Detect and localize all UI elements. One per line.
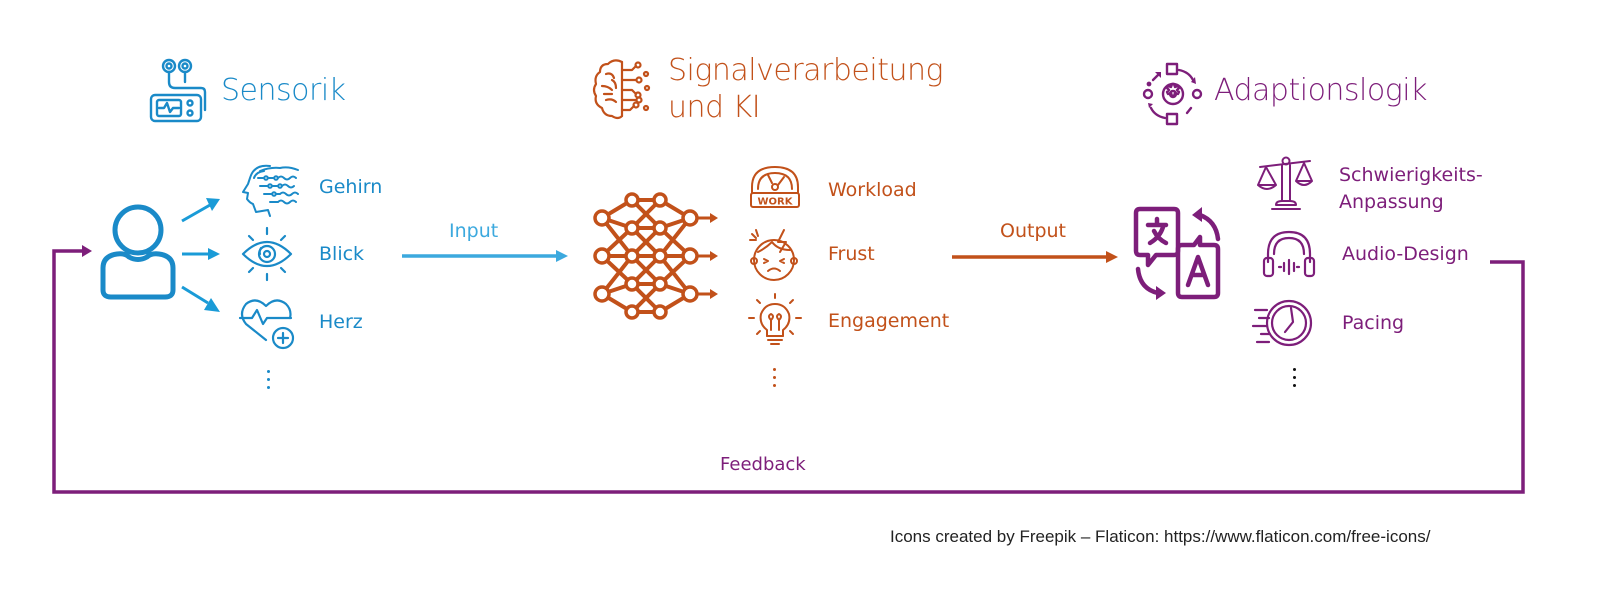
feedback-arrowhead (82, 245, 92, 257)
lightbulb-idea-icon (748, 293, 802, 345)
brain-eeg-head-icon (242, 164, 299, 217)
biosensor-device-icon (149, 58, 207, 123)
frustrated-face-icon (749, 229, 798, 281)
adaption-label-schwierigkeit-line2: Anpassung (1339, 191, 1444, 213)
adaption-label-schwierigkeit-line1: Schwierigkeits- (1339, 164, 1483, 186)
adaptation-translate-icon (1133, 206, 1221, 300)
adaption-label-pacing: Pacing (1342, 312, 1405, 334)
headphones-audio-icon (1262, 230, 1316, 278)
feedback-label: Feedback (720, 454, 806, 475)
fast-clock-icon (1251, 299, 1313, 347)
eye-gaze-icon (241, 226, 293, 282)
network-nodes (593, 192, 699, 320)
neural-network-icon (593, 192, 718, 320)
adaption-label-audio: Audio-Design (1342, 243, 1469, 265)
adaption-more-ellipsis (1293, 368, 1297, 392)
arrow-to-herz (181, 285, 220, 312)
workload-gauge-icon: WORK (750, 166, 800, 208)
arrow-to-blick (182, 248, 220, 260)
output-arrow (952, 251, 1118, 263)
sensorik-title: Sensorik (221, 73, 346, 108)
ki-label-frust: Frust (828, 243, 875, 265)
icon-credit-text: Icons created by Freepik – Flaticon: htt… (890, 527, 1431, 546)
user-icon (100, 204, 176, 300)
output-label: Output (1000, 220, 1066, 242)
input-arrow (402, 250, 568, 262)
sensor-label-gehirn: Gehirn (319, 176, 383, 198)
ki-label-engagement: Engagement (828, 310, 950, 332)
balance-scale-icon (1257, 156, 1313, 210)
arrow-to-gehirn (181, 198, 220, 223)
user-to-sensor-arrows (181, 198, 220, 312)
adaptionslogik-title: Adaptionslogik (1214, 73, 1427, 108)
gear-cycle-process-icon (1142, 62, 1203, 126)
network-edges (600, 198, 692, 314)
heart-rate-icon (238, 299, 295, 350)
network-output-arrows (695, 213, 718, 299)
input-label: Input (449, 220, 499, 242)
ai-brain-circuit-icon (592, 59, 651, 120)
sensor-label-herz: Herz (319, 311, 363, 333)
ki-more-ellipsis (773, 368, 777, 392)
sensor-more-ellipsis (267, 370, 271, 394)
signalverarbeitung-title-line1: Signalverarbeitung (668, 53, 944, 88)
svg-text:WORK: WORK (758, 197, 794, 208)
sensor-label-blick: Blick (319, 243, 365, 265)
ki-label-workload: Workload (828, 179, 917, 201)
signalverarbeitung-title-line2: und KI (668, 90, 761, 125)
